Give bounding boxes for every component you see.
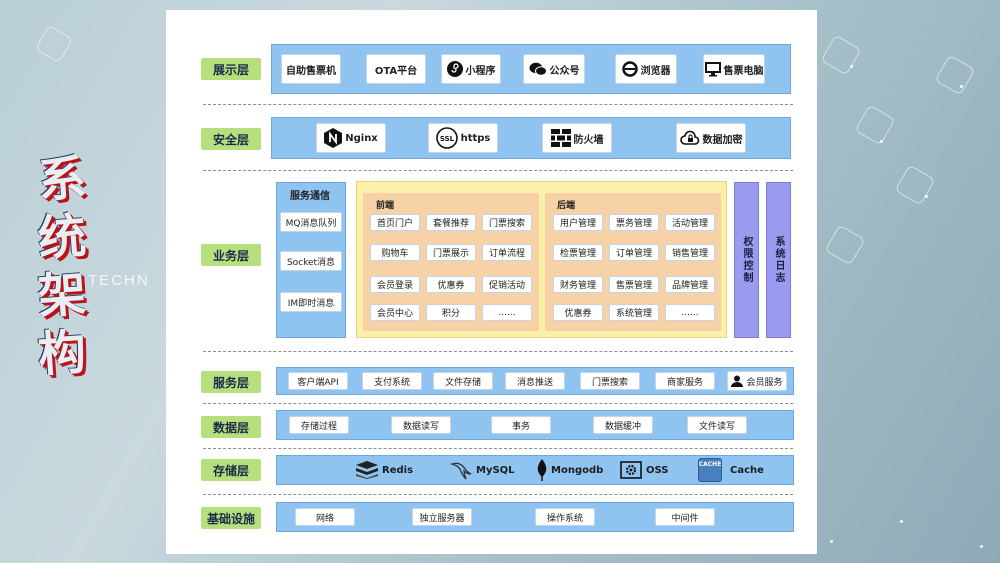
security-item-https: SSL https (428, 123, 498, 153)
backend-item: 活动管理 (665, 214, 715, 231)
frontend-item: 门票展示 (426, 244, 476, 261)
display-item-miniprogram: 小程序 (441, 54, 501, 84)
data-item: 数据缓冲 (593, 416, 653, 434)
frontend-item: 会员中心 (370, 304, 420, 321)
backend-item: 售票管理 (609, 276, 659, 293)
mysql-dolphin-icon (450, 460, 472, 480)
infra-item: 网络 (295, 508, 355, 526)
service-comm-item: Socket消息 (280, 251, 342, 271)
label-service-layer: 服务层 (201, 371, 261, 393)
frontend-item: 优惠券 (426, 276, 476, 293)
layer-divider (203, 170, 793, 171)
label-display-layer: 展示层 (201, 58, 261, 80)
backend-item: 销售管理 (665, 244, 715, 261)
data-item: 事务 (491, 416, 551, 434)
layer-divider (203, 448, 793, 449)
background-word: TECHN (88, 272, 150, 289)
data-item: 数据读写 (391, 416, 451, 434)
infra-item: 独立服务器 (412, 508, 472, 526)
storage-item-cache: CACHE Cache (698, 456, 764, 484)
infra-item: 中间件 (655, 508, 715, 526)
mongodb-leaf-icon (537, 459, 547, 481)
security-item-data-encryption: 数据加密 (676, 123, 746, 153)
miniprogram-icon (446, 61, 463, 77)
service-comm-item: IM即时消息 (280, 292, 342, 312)
label-data-layer: 数据层 (201, 416, 261, 438)
backend-item: 订单管理 (609, 244, 659, 261)
storage-item-oss: OSS (620, 456, 668, 484)
frontend-title: 前端 (376, 201, 395, 211)
frontend-item: 订单流程 (482, 244, 532, 261)
frontend-item: 积分 (426, 304, 476, 321)
storage-item-redis: Redis (356, 456, 413, 484)
backend-item: 票务管理 (609, 214, 659, 231)
label-security-layer: 安全层 (201, 128, 261, 150)
user-icon (731, 375, 744, 387)
frontend-item: 套餐推荐 (426, 214, 476, 231)
ssl-icon: SSL (435, 127, 458, 149)
service-item: 文件存储 (433, 372, 493, 390)
data-item: 文件读写 (687, 416, 747, 434)
ie-browser-icon (621, 61, 638, 77)
frontend-item: ...... (482, 304, 532, 321)
redis-icon (356, 461, 378, 479)
security-item-firewall: 防火墙 (542, 123, 612, 153)
backend-title: 后端 (557, 201, 576, 211)
backend-item: 品牌管理 (665, 276, 715, 293)
service-item: 商家服务 (655, 372, 715, 390)
system-log-bar: 系统日志 (766, 182, 791, 338)
frontend-item: 门票搜索 (482, 214, 532, 231)
display-item-ticket-pc: 售票电脑 (703, 54, 765, 84)
label-business-layer: 业务层 (201, 244, 261, 266)
service-item: 门票搜索 (580, 372, 640, 390)
firewall-icon (550, 129, 571, 147)
display-item-official-account: 公众号 (523, 54, 585, 84)
wechat-icon (529, 62, 547, 76)
service-item: 消息推送 (505, 372, 565, 390)
service-item: 客户端API (288, 372, 348, 390)
cloud-lock-icon (679, 130, 700, 146)
frontend-item: 促销活动 (482, 276, 532, 293)
page-title: 系 统 架 构 (36, 150, 88, 384)
label-storage-layer: 存储层 (201, 459, 261, 481)
storage-item-mysql: MySQL (450, 456, 515, 484)
security-item-nginx: Nginx (316, 123, 386, 153)
infra-item: 操作系统 (535, 508, 595, 526)
cache-icon: CACHE (698, 458, 722, 482)
layer-divider (203, 104, 793, 105)
layer-divider (203, 403, 793, 404)
frontend-item: 会员登录 (370, 276, 420, 293)
display-item-browser: 浏览器 (615, 54, 677, 84)
data-item: 存储过程 (289, 416, 349, 434)
layer-divider (203, 494, 793, 495)
frontend-item: 首页门户 (370, 214, 420, 231)
layer-divider (203, 351, 793, 352)
oss-gear-box-icon (620, 461, 642, 479)
svg-text:SSL: SSL (439, 135, 454, 143)
backend-item: 检票管理 (553, 244, 603, 261)
frontend-item: 购物车 (370, 244, 420, 261)
backend-item: 财务管理 (553, 276, 603, 293)
service-item: 会员服务 (727, 371, 787, 391)
label-infra-layer: 基础设施 (201, 507, 261, 529)
storage-item-mongodb: Mongodb (537, 456, 603, 484)
permission-control-bar: 权限控制 (734, 182, 759, 338)
backend-item: 系统管理 (609, 304, 659, 321)
display-item-ota: OTA平台 (366, 54, 426, 84)
service-comm-item: MQ消息队列 (280, 212, 342, 232)
backend-item: ...... (665, 304, 715, 321)
desktop-icon (704, 61, 721, 77)
nginx-icon (324, 128, 343, 148)
backend-item: 用户管理 (553, 214, 603, 231)
service-item: 支付系统 (362, 372, 422, 390)
backend-item: 优惠券 (553, 304, 603, 321)
display-item-kiosk: 自助售票机 (281, 54, 341, 84)
service-comm-title: 服务通信 (290, 191, 330, 202)
